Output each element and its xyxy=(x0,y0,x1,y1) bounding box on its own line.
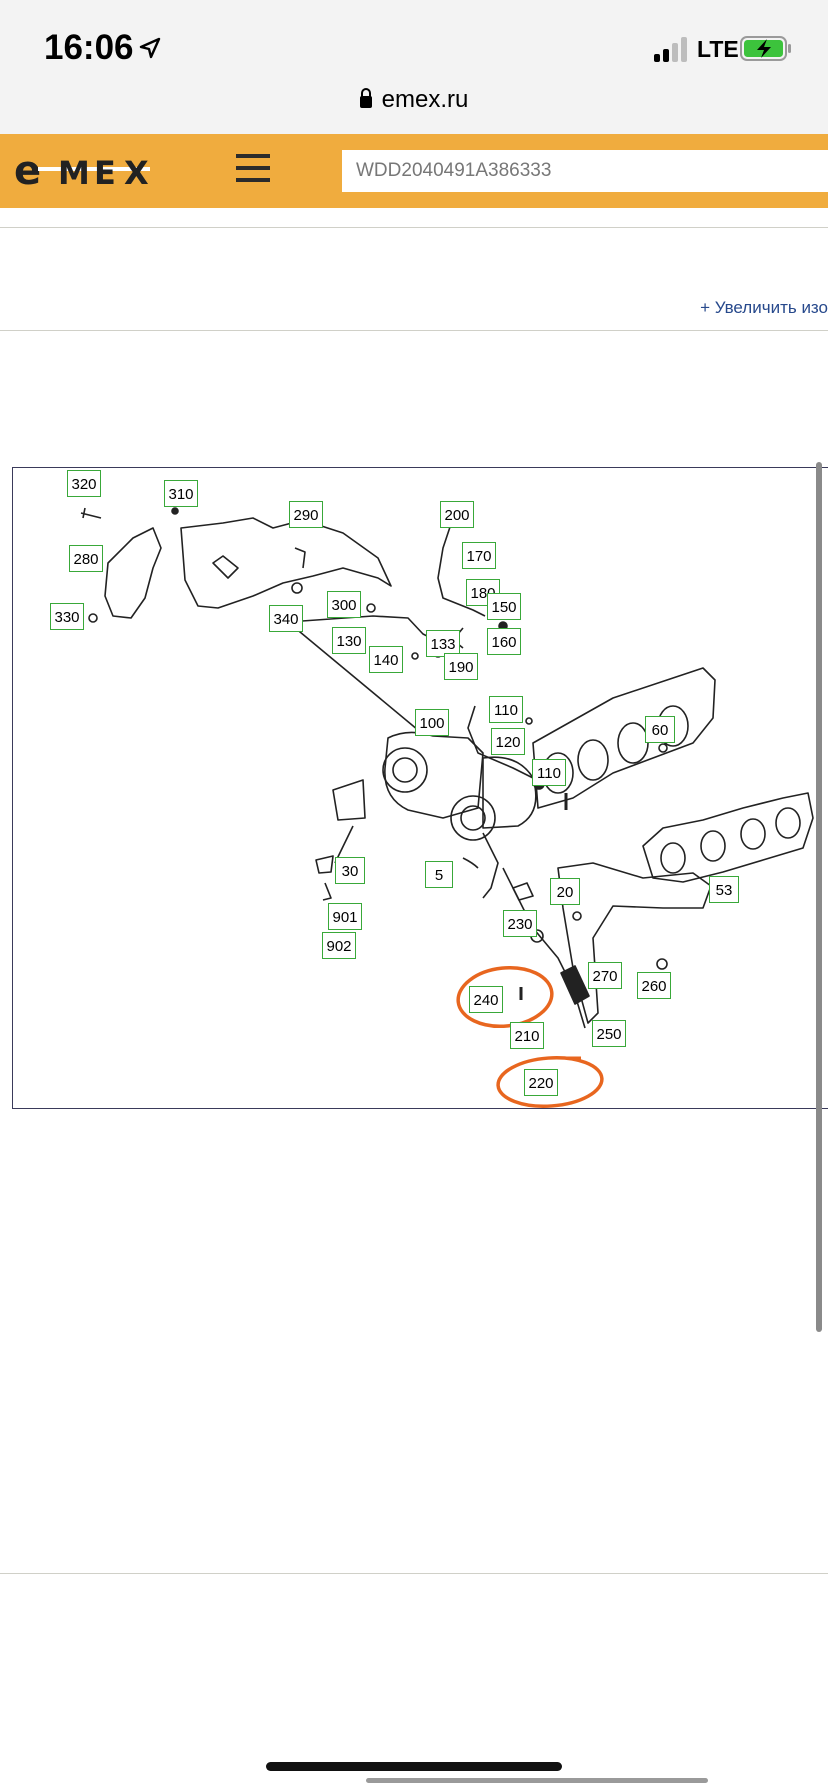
part-callout[interactable]: 30 xyxy=(335,857,365,884)
part-callout[interactable]: 180 xyxy=(466,579,500,606)
part-callout[interactable]: 320 xyxy=(67,470,101,497)
svg-text:M: M xyxy=(58,154,90,190)
part-callout[interactable]: 133 xyxy=(426,630,460,657)
part-callout[interactable]: 160 xyxy=(487,628,521,655)
parts-diagram: 320 310 290 280 200 170 180 330 340 300 … xyxy=(12,467,828,1109)
part-callout[interactable]: 901 xyxy=(328,903,362,930)
exhaust-manifold-part xyxy=(532,667,716,809)
emex-logo[interactable]: e M E X xyxy=(14,150,170,190)
part-callout[interactable]: 290 xyxy=(289,501,323,528)
part-callout[interactable]: 190 xyxy=(444,653,478,680)
part-callout[interactable]: 250 xyxy=(592,1020,626,1047)
drain-pipe-part xyxy=(462,857,479,869)
part-callout[interactable]: 20 xyxy=(550,878,580,905)
part-callout[interactable]: 130 xyxy=(332,627,366,654)
horizontal-scrollbar[interactable] xyxy=(366,1778,708,1783)
part-callout[interactable]: 5 xyxy=(425,861,453,888)
heat-shield-part xyxy=(180,517,392,609)
part-callout[interactable]: 300 xyxy=(327,591,361,618)
home-indicator[interactable] xyxy=(266,1762,562,1771)
svg-text:X: X xyxy=(124,154,149,190)
vin-search-input[interactable] xyxy=(342,150,828,192)
hamburger-menu-icon[interactable] xyxy=(236,154,270,184)
divider-diagram xyxy=(0,330,828,331)
part-callout[interactable]: 330 xyxy=(50,603,84,630)
circle-annotation-240 xyxy=(456,965,554,1029)
part-callout[interactable]: 902 xyxy=(322,932,356,959)
turbocharger-drawing xyxy=(80,507,814,1108)
svg-text:e: e xyxy=(14,150,41,190)
divider-top xyxy=(0,227,828,228)
part-callout[interactable]: 340 xyxy=(269,605,303,632)
part-callout[interactable]: 310 xyxy=(164,480,198,507)
location-arrow-icon xyxy=(139,37,161,59)
battery-charging-icon xyxy=(740,36,791,61)
part-callout[interactable]: 110 xyxy=(489,696,523,723)
part-callout[interactable]: 110 xyxy=(532,759,566,786)
part-callout[interactable]: 230 xyxy=(503,910,537,937)
part-callout[interactable]: 120 xyxy=(491,728,525,755)
part-callout[interactable]: 170 xyxy=(462,542,496,569)
part-callout[interactable]: 200 xyxy=(440,501,474,528)
turbo-housing-part xyxy=(384,731,484,819)
svg-text:E: E xyxy=(94,154,116,190)
part-callout[interactable]: 210 xyxy=(510,1022,544,1049)
signal-bars-icon xyxy=(654,36,690,62)
zoom-image-link[interactable]: + Увеличить изо xyxy=(700,298,828,317)
gasket-part xyxy=(642,792,814,883)
actuator-part xyxy=(332,779,366,821)
bracket-part xyxy=(104,527,162,619)
part-callout[interactable]: 270 xyxy=(588,962,622,989)
status-bar: 16:06 LTE emex.ru xyxy=(0,0,828,134)
part-callout[interactable]: 60 xyxy=(645,716,675,743)
network-type: LTE xyxy=(697,36,739,62)
part-callout[interactable]: 150 xyxy=(487,593,521,620)
vertical-scrollbar[interactable] xyxy=(816,462,822,1332)
divider-bottom xyxy=(0,1573,828,1574)
url-text: emex.ru xyxy=(381,86,469,113)
part-callout[interactable]: 260 xyxy=(637,972,671,999)
part-callout[interactable]: 140 xyxy=(369,646,403,673)
status-time: 16:06 xyxy=(44,28,134,67)
part-callout-circled[interactable]: 220 xyxy=(524,1069,558,1096)
address-bar[interactable]: emex.ru xyxy=(0,86,828,114)
part-callout[interactable]: 53 xyxy=(709,876,739,903)
circle-annotation-220 xyxy=(496,1056,604,1108)
lock-icon xyxy=(359,88,372,108)
part-callout-circled[interactable]: 240 xyxy=(469,986,503,1013)
oil-line-part xyxy=(437,517,486,617)
part-callout[interactable]: 280 xyxy=(69,545,103,572)
part-callout[interactable]: 100 xyxy=(415,709,449,736)
